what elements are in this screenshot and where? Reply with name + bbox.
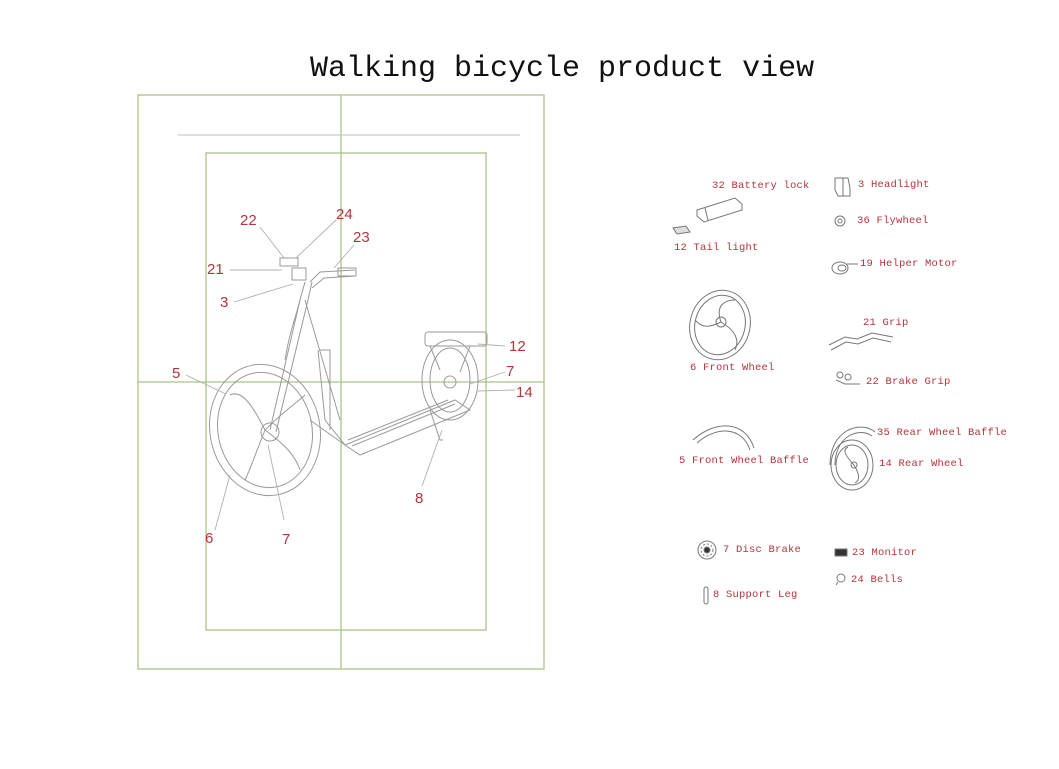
grip-icon [828,332,894,351]
part-label-disc-brake: 7 Disc Brake [723,544,802,556]
headlight-icon [834,177,851,197]
callout-21: 21 [207,261,224,278]
rear-wheel-icon [830,439,874,491]
part-label-battery-lock: 32 Battery lock [712,180,810,192]
rear-wheel-baffle-icon [829,426,876,466]
front-wheel-icon [689,289,751,361]
part-label-support-leg: 8 Support Leg [713,589,798,601]
callout-22: 22 [240,212,257,229]
part-label-monitor: 23 Monitor [852,547,918,559]
callout-8: 8 [415,490,424,507]
part-label-front-wheel: 6 Front Wheel [690,362,775,374]
callout-14: 14 [516,384,533,401]
part-label-tail-light: 12 Tail light [674,242,759,254]
callout-23: 23 [353,229,370,246]
callout-12: 12 [509,338,526,355]
callout-6: 6 [205,530,214,547]
flywheel-icon [834,215,846,227]
support-leg-icon [703,586,709,605]
part-label-grip: 21 Grip [863,317,909,329]
disc-brake-icon [697,540,717,560]
part-label-flywheel: 36 Flywheel [857,215,929,227]
part-label-front-wheel-baffle: 5 Front Wheel Baffle [679,455,810,467]
part-label-bells: 24 Bells [851,574,904,586]
callout-5: 5 [172,365,181,382]
callout-leader-lines [185,219,516,531]
callout-7-front: 7 [282,531,291,548]
brake-grip-icon [835,371,860,385]
battery-lock-icon [696,197,743,223]
helper-motor-icon [831,261,858,275]
page-title: Walking bicycle product view [310,52,815,86]
callout-7-rear: 7 [506,363,515,380]
part-label-brake-grip: 22 Brake Grip [866,376,951,388]
callout-24: 24 [336,206,353,223]
part-label-helper-motor: 19 Helper Motor [860,258,958,270]
part-label-rear-wheel: 14 Rear Wheel [879,458,964,470]
front-wheel-baffle-icon [692,425,755,451]
callout-3: 3 [220,294,229,311]
guide-grid [137,94,545,670]
part-label-rear-wheel-baffle: 35 Rear Wheel Baffle [877,427,1008,439]
part-label-headlight: 3 Headlight [858,179,930,191]
tail-light-icon [672,225,691,235]
front-wheel-drawing [208,363,322,497]
monitor-icon [834,548,848,557]
bell-icon [835,573,846,586]
